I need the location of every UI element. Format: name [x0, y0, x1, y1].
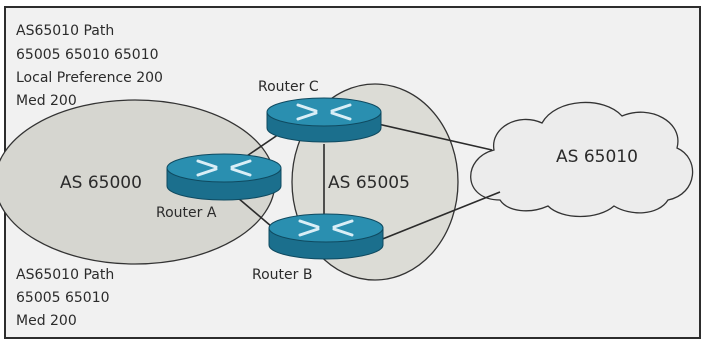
as65000-label: AS 65000 — [60, 173, 142, 193]
bottom-annotation-line-3: Med 200 — [16, 313, 77, 329]
top-annotation-line-1: AS65010 Path — [16, 23, 115, 39]
bottom-annotation-line-2: 65005 65010 — [16, 290, 110, 306]
router-a-icon — [166, 153, 282, 201]
link-c-as65010 — [377, 123, 493, 151]
router-a-label: Router A — [156, 205, 217, 221]
router-b-icon — [268, 213, 384, 260]
as65005-label: AS 65005 — [328, 173, 410, 193]
as65010-label: AS 65010 — [556, 147, 638, 167]
top-annotation-line-2: 65005 65010 65010 — [16, 47, 159, 63]
link-b-as65010 — [379, 191, 501, 241]
router-b-label: Router B — [252, 267, 313, 283]
router-c-icon — [266, 97, 382, 143]
bottom-annotation-line-1: AS65010 Path — [16, 267, 115, 283]
as65010-cloud — [470, 101, 694, 218]
top-annotation-line-3: Local Preference 200 — [16, 70, 163, 86]
router-c-label: Router C — [258, 79, 319, 95]
top-annotation-line-4: Med 200 — [16, 93, 77, 109]
